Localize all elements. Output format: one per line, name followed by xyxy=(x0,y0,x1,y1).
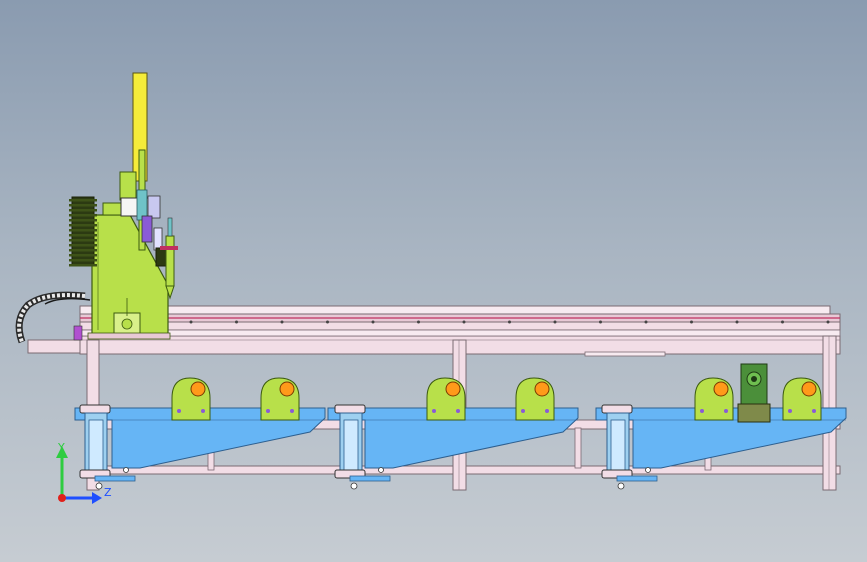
z-axis-label: Z xyxy=(104,486,112,499)
gear-tooth xyxy=(69,199,97,202)
rail-bolt xyxy=(326,320,329,324)
bracket-hole xyxy=(190,381,206,397)
gear-tooth xyxy=(69,229,97,232)
rail-bolt xyxy=(371,320,375,324)
bracket-bolt xyxy=(724,409,728,413)
rail-bolt xyxy=(417,320,420,324)
axis-origin xyxy=(58,494,66,502)
bracket-bolt xyxy=(521,409,525,413)
gantry-head xyxy=(69,72,178,341)
rail-bolt xyxy=(781,320,784,324)
bracket xyxy=(515,377,555,421)
gear-tooth xyxy=(69,209,97,212)
bracket-bolt xyxy=(788,409,792,413)
gear-tooth xyxy=(69,239,97,242)
drive-motor xyxy=(737,363,771,423)
rail-bolts xyxy=(98,320,830,324)
gear-tooth xyxy=(69,264,97,267)
gear-tooth xyxy=(69,254,97,257)
gear-tooth xyxy=(69,224,97,227)
bracket-bolt xyxy=(456,409,460,413)
bracket-hole xyxy=(445,381,461,397)
gear-tooth xyxy=(69,204,97,207)
bracket-bolt xyxy=(290,409,294,413)
left-extension xyxy=(27,339,84,354)
bracket-bolt xyxy=(266,409,270,413)
rail-bolt xyxy=(189,320,193,324)
bracket-hole xyxy=(279,381,295,397)
roller-assembly-1 xyxy=(79,404,136,490)
gear-tooth xyxy=(69,234,97,237)
bracket-bolt xyxy=(545,409,549,413)
gear-tooth xyxy=(69,259,97,262)
gear-tooth xyxy=(69,249,97,252)
bracket-bolt xyxy=(700,409,704,413)
rail-bolt xyxy=(826,320,830,324)
bracket xyxy=(694,377,734,421)
rail-bolt xyxy=(553,320,557,324)
roller-assembly-3 xyxy=(601,404,658,490)
rail-bolt xyxy=(280,320,284,324)
gear-tooth xyxy=(69,219,97,222)
main-frame xyxy=(27,305,841,357)
bracket xyxy=(782,377,822,421)
bracket xyxy=(171,377,211,421)
rail-bolt xyxy=(508,320,511,324)
bracket-hole xyxy=(534,381,550,397)
gear-tooth xyxy=(69,214,97,217)
roller-assembly-2 xyxy=(334,404,391,490)
bracket-hole xyxy=(801,381,817,397)
rail-bolt xyxy=(690,320,693,324)
rail-bolt xyxy=(235,320,238,324)
rail-bolt xyxy=(644,320,648,324)
torch-tube-2 xyxy=(165,235,175,287)
bracket xyxy=(260,377,300,421)
bracket xyxy=(426,377,466,421)
gear-tooth xyxy=(69,244,97,247)
bracket-strip xyxy=(584,351,666,357)
bracket-hole xyxy=(713,381,729,397)
pipe-support-brackets xyxy=(171,377,822,421)
rail-post xyxy=(574,427,582,469)
cable-chain-icon xyxy=(15,291,91,344)
top-rail xyxy=(79,305,831,315)
rack-rail xyxy=(79,321,841,331)
rail-bolt xyxy=(599,320,602,324)
rail-bolt xyxy=(735,320,739,324)
bracket-bolt xyxy=(432,409,436,413)
bracket-bolt xyxy=(812,409,816,413)
coordinate-triad-icon: Y Z xyxy=(56,441,112,504)
rail-bolt xyxy=(462,320,466,324)
rail-post xyxy=(207,451,215,471)
y-axis-label: Y xyxy=(57,441,65,454)
bracket-bolt xyxy=(201,409,205,413)
bracket-bolt xyxy=(177,409,181,413)
